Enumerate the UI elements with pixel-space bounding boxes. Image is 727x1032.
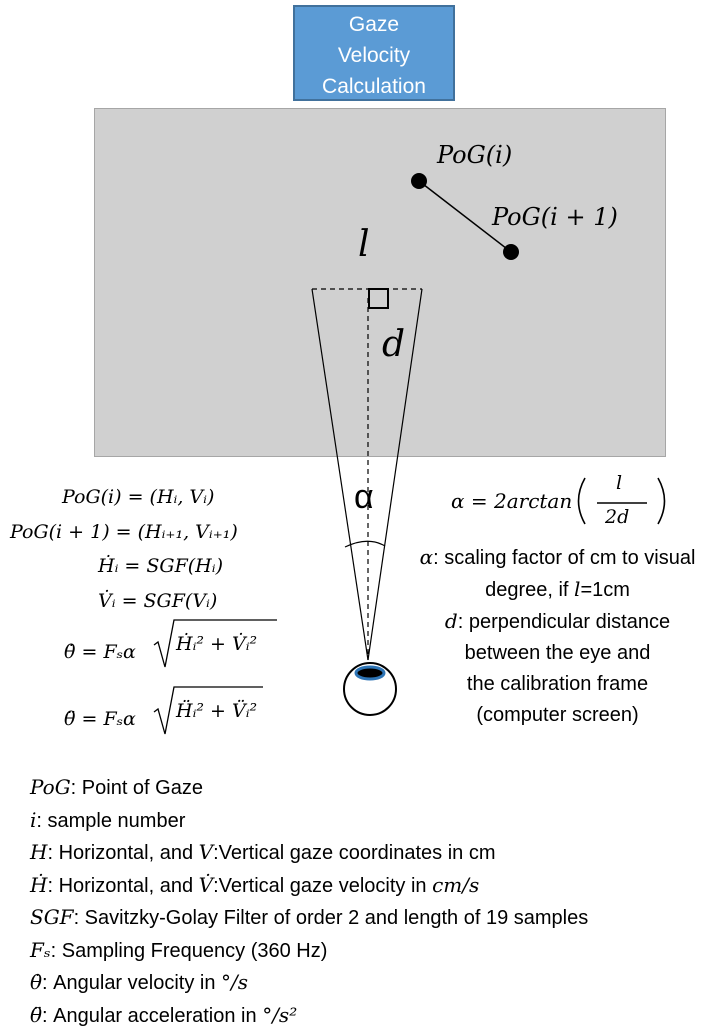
alpha-description-text-1: : scaling factor of cm to visual bbox=[433, 547, 695, 569]
formula-pog-def: PoG(i) = (Hᵢ, Vᵢ) bbox=[62, 486, 214, 508]
eye-iris bbox=[356, 667, 384, 679]
alpha-description-line-2: degree, if l=1cm bbox=[390, 574, 725, 606]
pog-i1-label: PoG(i + 1) bbox=[492, 203, 618, 231]
formula-pog-next-def: PoG(i + 1) = (Hᵢ₊₁, Vᵢ₊₁) bbox=[10, 521, 238, 543]
legend-unit-deg-s: °/s bbox=[221, 970, 248, 994]
legend-symbol-fs: Fₛ bbox=[30, 938, 51, 962]
legend: PoG: Point of Gaze i: sample number H: H… bbox=[30, 772, 588, 1032]
l-label: l bbox=[358, 224, 370, 265]
formula-alpha-lhs: α = 2arctan bbox=[451, 489, 572, 513]
d-description-symbol: d bbox=[445, 609, 458, 633]
formula-alpha-numerator: l bbox=[616, 472, 622, 494]
legend-text-fs: : Sampling Frequency (360 Hz) bbox=[51, 940, 328, 962]
formula-v-dot: V̇ᵢ = SGF(Vᵢ) bbox=[98, 590, 217, 612]
formula-theta-dot-radicand: Ḣᵢ² + V̇ᵢ² bbox=[176, 633, 257, 655]
d-description-line-4: (computer screen) bbox=[390, 700, 725, 731]
alpha-description-line-1: α: scaling factor of cm to visual bbox=[390, 542, 725, 574]
formula-h-dot: Ḣᵢ = SGF(Hᵢ) bbox=[98, 555, 223, 577]
d-description-line-2: between the eye and bbox=[390, 638, 725, 669]
legend-item-pog: PoG: Point of Gaze bbox=[30, 772, 588, 805]
legend-item-theta-dot: θ̇: Angular velocity in °/s bbox=[30, 967, 588, 1000]
alpha-description-text-2b: =1cm bbox=[580, 579, 629, 601]
legend-unit-cm-s: cm/s bbox=[432, 873, 479, 897]
pog-i-label: PoG(i) bbox=[437, 141, 512, 169]
legend-text-h-dot: : Horizontal, and bbox=[47, 875, 198, 897]
alpha-right-paren bbox=[658, 478, 665, 524]
d-description-text-1: : perpendicular distance bbox=[458, 611, 670, 633]
unit-square bbox=[369, 289, 388, 308]
legend-text-theta-dot: : Angular velocity in bbox=[42, 972, 221, 994]
legend-unit-deg-s2: °/s² bbox=[262, 1003, 297, 1027]
legend-symbol-pog: PoG bbox=[30, 775, 71, 799]
cone-left-edge bbox=[312, 289, 368, 660]
alpha-description: α: scaling factor of cm to visual degree… bbox=[390, 542, 725, 731]
alpha-left-paren bbox=[579, 478, 586, 524]
formula-theta-dot-lhs: θ̇ = Fₛα bbox=[64, 641, 136, 663]
formula-alpha-denominator: 2d bbox=[605, 506, 629, 528]
alpha-description-text-2a: degree, if bbox=[485, 579, 574, 601]
legend-item-hv: H: Horizontal, and V:Vertical gaze coord… bbox=[30, 837, 588, 870]
legend-text-v: :Vertical gaze coordinates in cm bbox=[213, 842, 495, 864]
pog-i-point bbox=[411, 173, 427, 189]
alpha-description-symbol: α bbox=[420, 545, 434, 569]
legend-text-pog: : Point of Gaze bbox=[71, 777, 203, 799]
formula-theta-ddot-radicand: Ḧᵢ² + V̈ᵢ² bbox=[176, 700, 257, 722]
legend-symbol-theta-ddot: θ̈ bbox=[30, 1003, 42, 1027]
formula-theta-ddot-lhs: θ̈ = Fₛα bbox=[64, 708, 136, 730]
d-label: d bbox=[382, 324, 405, 365]
legend-item-i: i: sample number bbox=[30, 805, 588, 838]
d-description-line-1: d: perpendicular distance bbox=[390, 606, 725, 638]
legend-symbol-h: H bbox=[30, 840, 47, 864]
d-description-line-3: the calibration frame bbox=[390, 669, 725, 700]
legend-text-i: : sample number bbox=[36, 810, 185, 832]
legend-symbol-h-dot: Ḣ bbox=[30, 873, 47, 897]
legend-item-fs: Fₛ: Sampling Frequency (360 Hz) bbox=[30, 935, 588, 968]
legend-symbol-v: V bbox=[199, 840, 213, 864]
legend-text-theta-ddot: : Angular acceleration in bbox=[42, 1005, 262, 1027]
legend-item-hv-dot: Ḣ: Horizontal, and V̇:Vertical gaze velo… bbox=[30, 870, 588, 903]
legend-item-theta-ddot: θ̈: Angular acceleration in °/s² bbox=[30, 1000, 588, 1032]
pog-i1-point bbox=[503, 244, 519, 260]
alpha-label: α bbox=[354, 478, 374, 517]
legend-text-sgf: : Savitzky-Golay Filter of order 2 and l… bbox=[74, 907, 589, 929]
legend-text-v-dot: :Vertical gaze velocity in bbox=[213, 875, 432, 897]
legend-text-h: : Horizontal, and bbox=[47, 842, 198, 864]
legend-item-sgf: SGF: Savitzky-Golay Filter of order 2 an… bbox=[30, 902, 588, 935]
legend-symbol-v-dot: V̇ bbox=[199, 873, 213, 897]
legend-symbol-theta-dot: θ̇ bbox=[30, 970, 42, 994]
legend-symbol-sgf: SGF bbox=[30, 905, 74, 929]
